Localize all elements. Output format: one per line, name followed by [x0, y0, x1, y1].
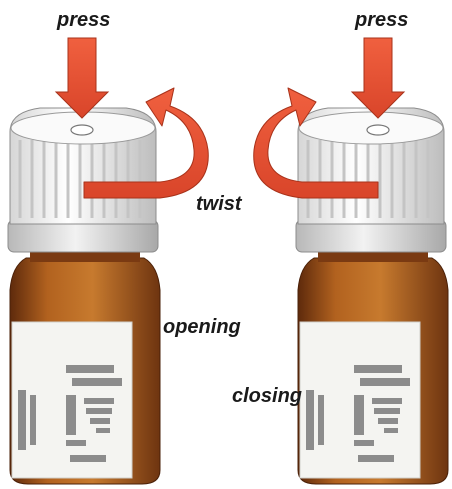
left-bottle	[8, 108, 160, 484]
left-cap-center-dot	[71, 125, 93, 135]
right-bottle	[296, 108, 448, 484]
right-bottle-collar	[296, 220, 446, 252]
right-cap-center-dot	[367, 125, 389, 135]
label-opening: opening	[163, 317, 241, 337]
right-press-arrow	[352, 38, 404, 118]
label-press-right: press	[355, 10, 408, 30]
label-press-left: press	[57, 10, 110, 30]
label-twist: twist	[196, 194, 242, 214]
label-closing: closing	[232, 386, 302, 406]
left-bottle-collar	[8, 220, 158, 252]
left-press-arrow	[56, 38, 108, 118]
